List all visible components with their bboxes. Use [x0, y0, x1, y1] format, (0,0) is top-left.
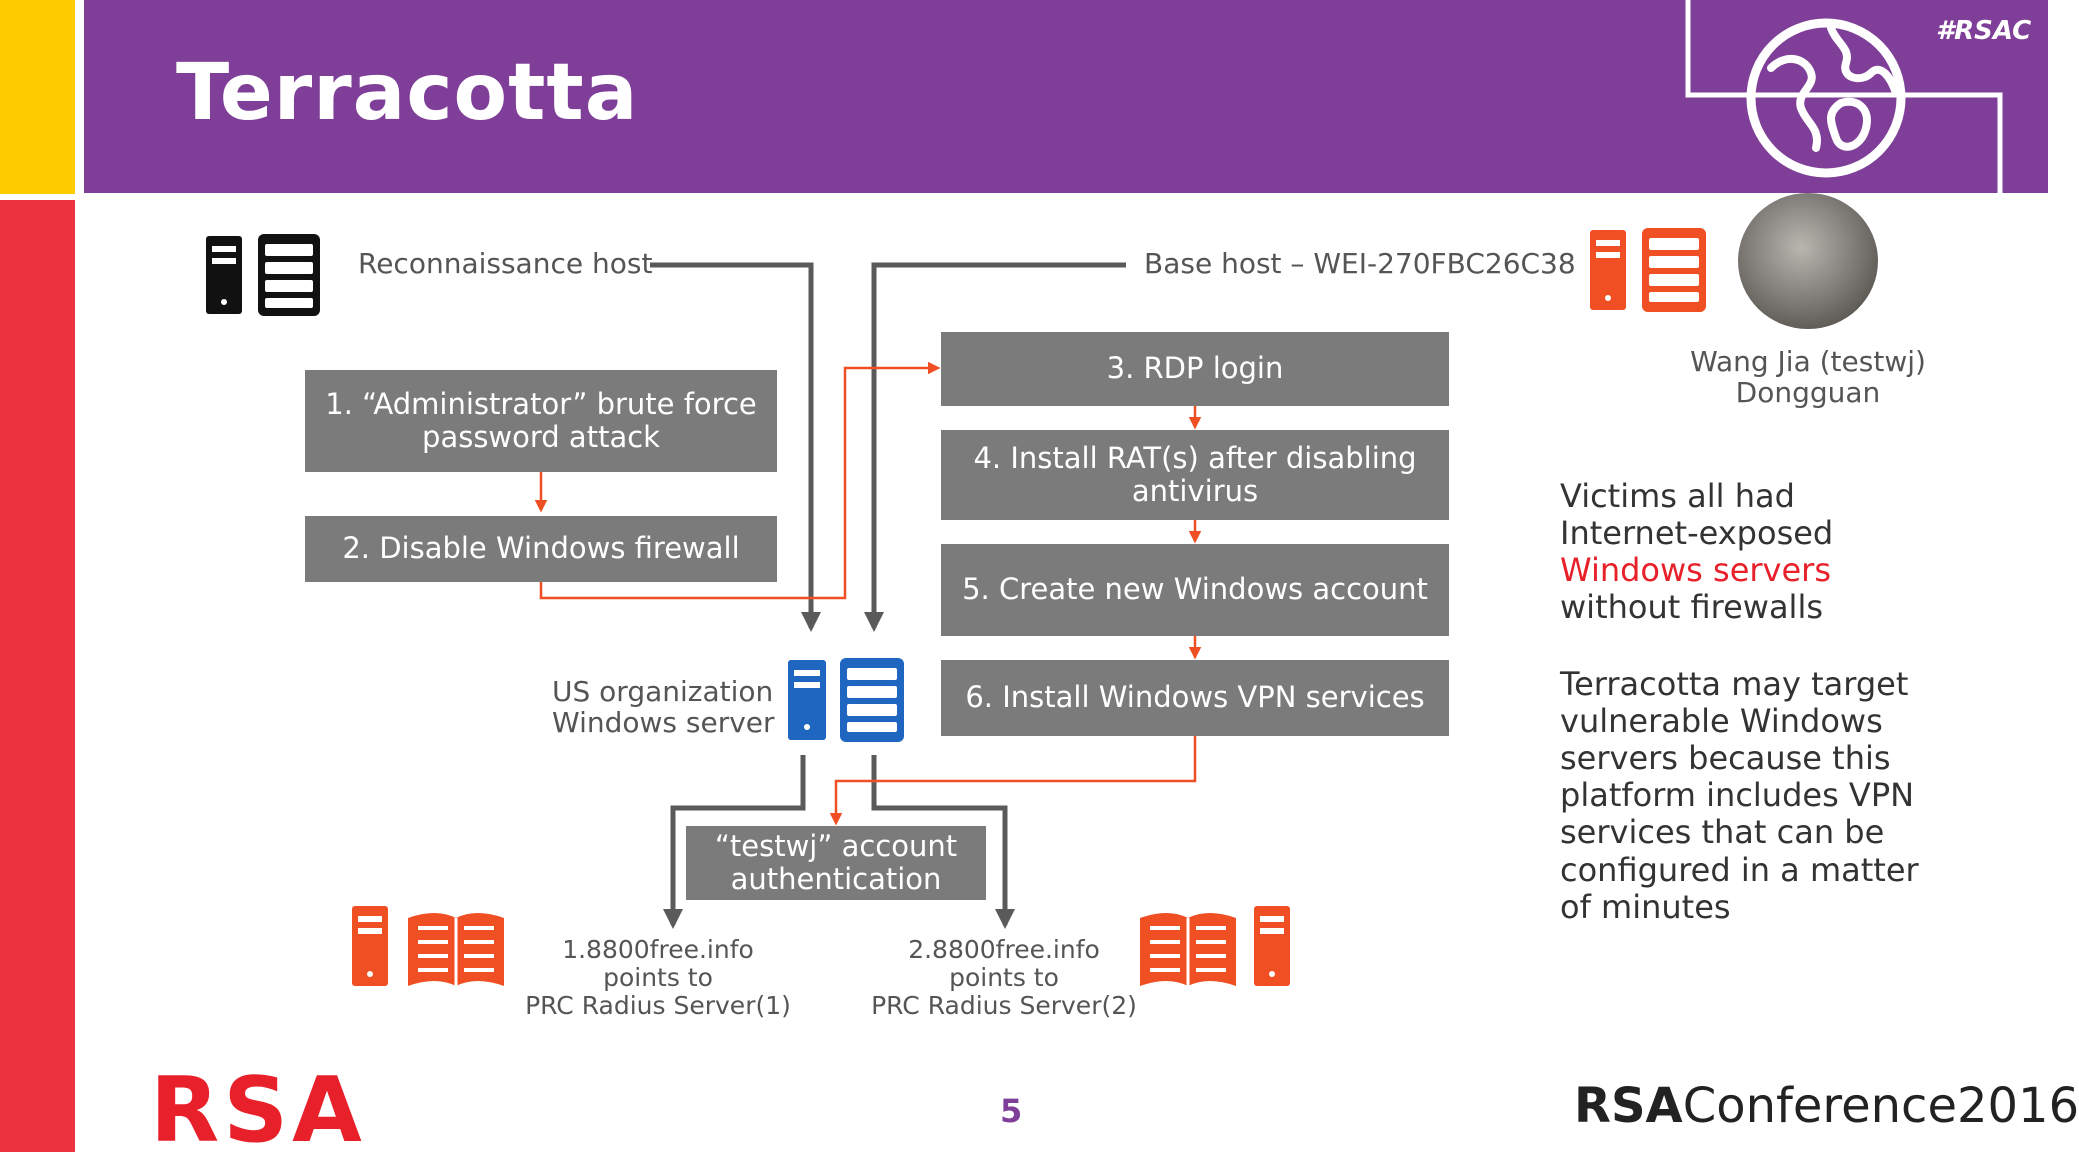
yellow-stripe — [0, 0, 75, 194]
page-number: 5 — [1000, 1092, 1023, 1130]
header-frame-lines — [1685, 0, 2003, 193]
flow-diagram — [206, 228, 1706, 986]
base-host-label: Base host – WEI-270FBC26C38 — [1144, 247, 1576, 280]
base-to-server-line — [864, 262, 1126, 632]
rsa-logo: RSA — [150, 1058, 366, 1163]
step-5-box: 5. Create new Windows account — [941, 544, 1449, 636]
recon-host-label: Reconnaissance host — [358, 247, 653, 280]
step-3-box: 3. RDP login — [941, 332, 1449, 406]
orange-server-icon — [1590, 228, 1706, 312]
attacker-label: Wang Jia (testwj) Dongguan — [1690, 345, 1926, 410]
rsa-conference-logo: RSAConference2016 — [1574, 1078, 2079, 1134]
orange-book-server-icon — [352, 906, 504, 986]
step-2-box: 2. Disable Windows firewall — [305, 516, 777, 582]
page-title: Terracotta — [176, 48, 639, 138]
victims-note: Victims all had Internet-exposed Windows… — [1560, 477, 1980, 626]
blue-server-icon — [788, 658, 904, 742]
radius1-label: 1.8800free.info points to PRC Radius Ser… — [525, 935, 791, 1020]
server-to-radius1-line — [663, 755, 806, 929]
attacker-photo — [1738, 193, 1878, 329]
recon-to-server-line — [650, 262, 821, 632]
us-org-label: US organization Windows server — [552, 675, 775, 740]
globe-icon — [1746, 18, 1906, 178]
black-server-icon — [206, 234, 320, 316]
terracotta-note: Terracotta may target vulnerable Windows… — [1560, 665, 1919, 926]
step-6-box: 6. Install Windows VPN services — [941, 660, 1449, 736]
step2-to-step3-line — [539, 361, 941, 600]
orange-book-server-icon — [1140, 906, 1290, 986]
hashtag: #RSAC — [1936, 16, 2032, 46]
step6-to-auth-line — [829, 736, 1197, 826]
red-stripe — [0, 200, 75, 1152]
radius2-label: 2.8800free.info points to PRC Radius Ser… — [871, 935, 1137, 1020]
highlight-text: Windows servers — [1560, 551, 1831, 590]
